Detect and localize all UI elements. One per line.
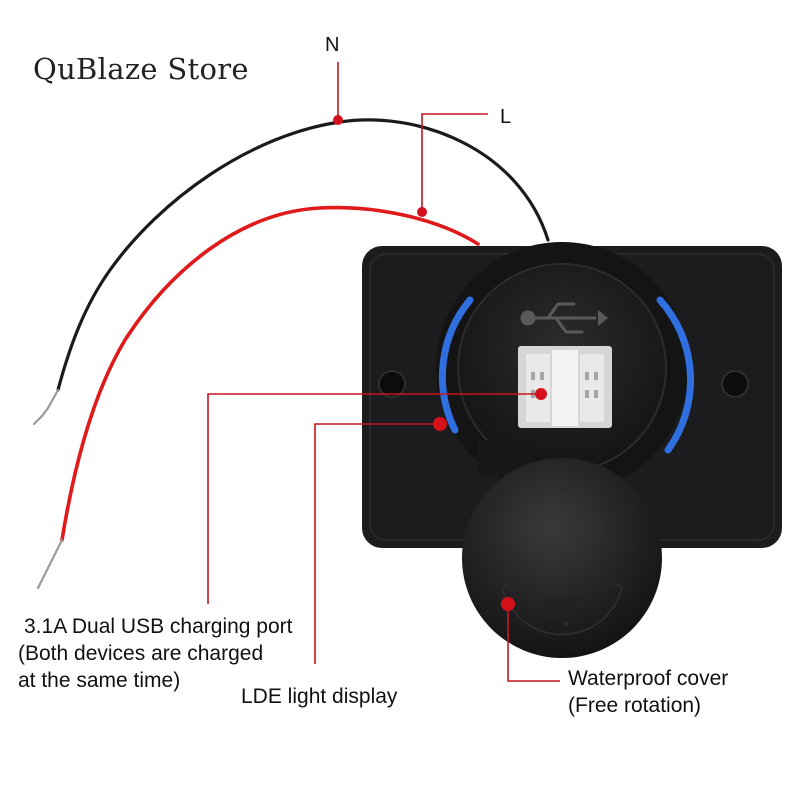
- label-usb-line2: (Both devices are charged: [18, 642, 264, 665]
- screw-hole-left: [378, 370, 406, 398]
- leader-led: [314, 423, 440, 664]
- label-usb-line1: 3.1A Dual USB charging port: [24, 615, 293, 638]
- screw-hole-right: [721, 370, 749, 398]
- label-led-display: LDE light display: [241, 685, 398, 708]
- black-wire: [56, 118, 550, 392]
- led-arc-left: [438, 296, 474, 434]
- label-waterproof-cover: Waterproof cover (Free rotation): [568, 665, 728, 719]
- store-watermark: QuBlaze Store: [33, 52, 249, 86]
- label-live: L: [500, 106, 512, 128]
- leader-lines: [207, 62, 560, 682]
- usb-symbol-icon: [520, 302, 608, 334]
- leader-cover: [507, 604, 560, 682]
- leader-l: [421, 113, 488, 212]
- black-wire-tip: [32, 388, 60, 426]
- label-usb-port: 3.1A Dual USB charging port (Both device…: [18, 613, 293, 694]
- label-cover-line1: Waterproof cover: [568, 667, 729, 690]
- red-wire: [60, 205, 480, 542]
- usb-ports: [518, 346, 612, 428]
- red-wire-tip: [36, 538, 64, 590]
- label-neutral: N: [325, 34, 340, 56]
- led-arc-right: [656, 296, 695, 454]
- leader-dots: [333, 115, 547, 611]
- leader-usb: [207, 393, 540, 604]
- label-cover-line2: (Free rotation): [568, 694, 702, 717]
- label-usb-line3: at the same time): [18, 669, 181, 692]
